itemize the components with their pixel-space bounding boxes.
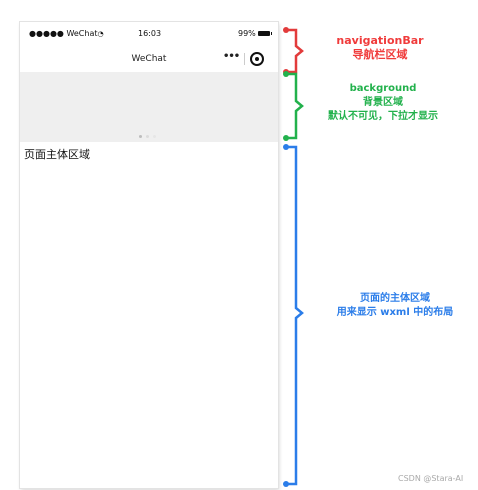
pull-dots — [139, 123, 160, 142]
phone-mockup: ●●●●● WeChat◔ 16:03 99% WeChat ••• 页面主体区… — [20, 22, 278, 488]
carrier-label: ●●●●● WeChat◔ — [29, 29, 104, 38]
more-icon[interactable]: ••• — [223, 51, 240, 62]
status-bar: ●●●●● WeChat◔ 16:03 99% — [20, 22, 278, 44]
navigation-annotation-subtitle: 导航栏区域 — [352, 48, 408, 61]
navigation-annotation-title: navigationBar — [336, 34, 424, 47]
main-brace — [283, 144, 304, 487]
battery-indicator: 99% — [238, 29, 272, 38]
dot-icon — [139, 135, 142, 138]
main-annotation-line2: 用来显示 wxml 中的布局 — [336, 307, 454, 318]
background-brace — [283, 71, 304, 141]
main-area-label: 页面主体区域 — [24, 148, 90, 161]
watermark: CSDN @Stara-AI — [398, 474, 464, 483]
navigation-annotation: navigationBar 导航栏区域 — [325, 34, 435, 62]
status-time: 16:03 — [138, 29, 162, 38]
battery-icon — [257, 31, 272, 36]
background-annotation: background 背景区域 默认不可见，下拉才显示 — [308, 82, 458, 124]
background-annotation-line2: 背景区域 — [363, 97, 403, 108]
main-annotation-line1: 页面的主体区域 — [360, 293, 430, 304]
navigation-bar: WeChat ••• — [20, 44, 278, 72]
wifi-icon: ◔ — [97, 30, 104, 38]
navbar-title: WeChat — [131, 54, 167, 64]
dot-icon — [153, 135, 156, 138]
menu-capsule[interactable]: ••• — [217, 49, 272, 69]
background-annotation-title: background — [349, 83, 417, 94]
dot-icon — [146, 135, 149, 138]
capsule-divider — [244, 53, 245, 65]
main-annotation: 页面的主体区域 用来显示 wxml 中的布局 — [320, 292, 470, 320]
navigation-brace — [283, 27, 304, 75]
target-icon[interactable] — [250, 52, 264, 66]
background-annotation-line3: 默认不可见，下拉才显示 — [328, 111, 438, 122]
background-area — [20, 72, 278, 142]
